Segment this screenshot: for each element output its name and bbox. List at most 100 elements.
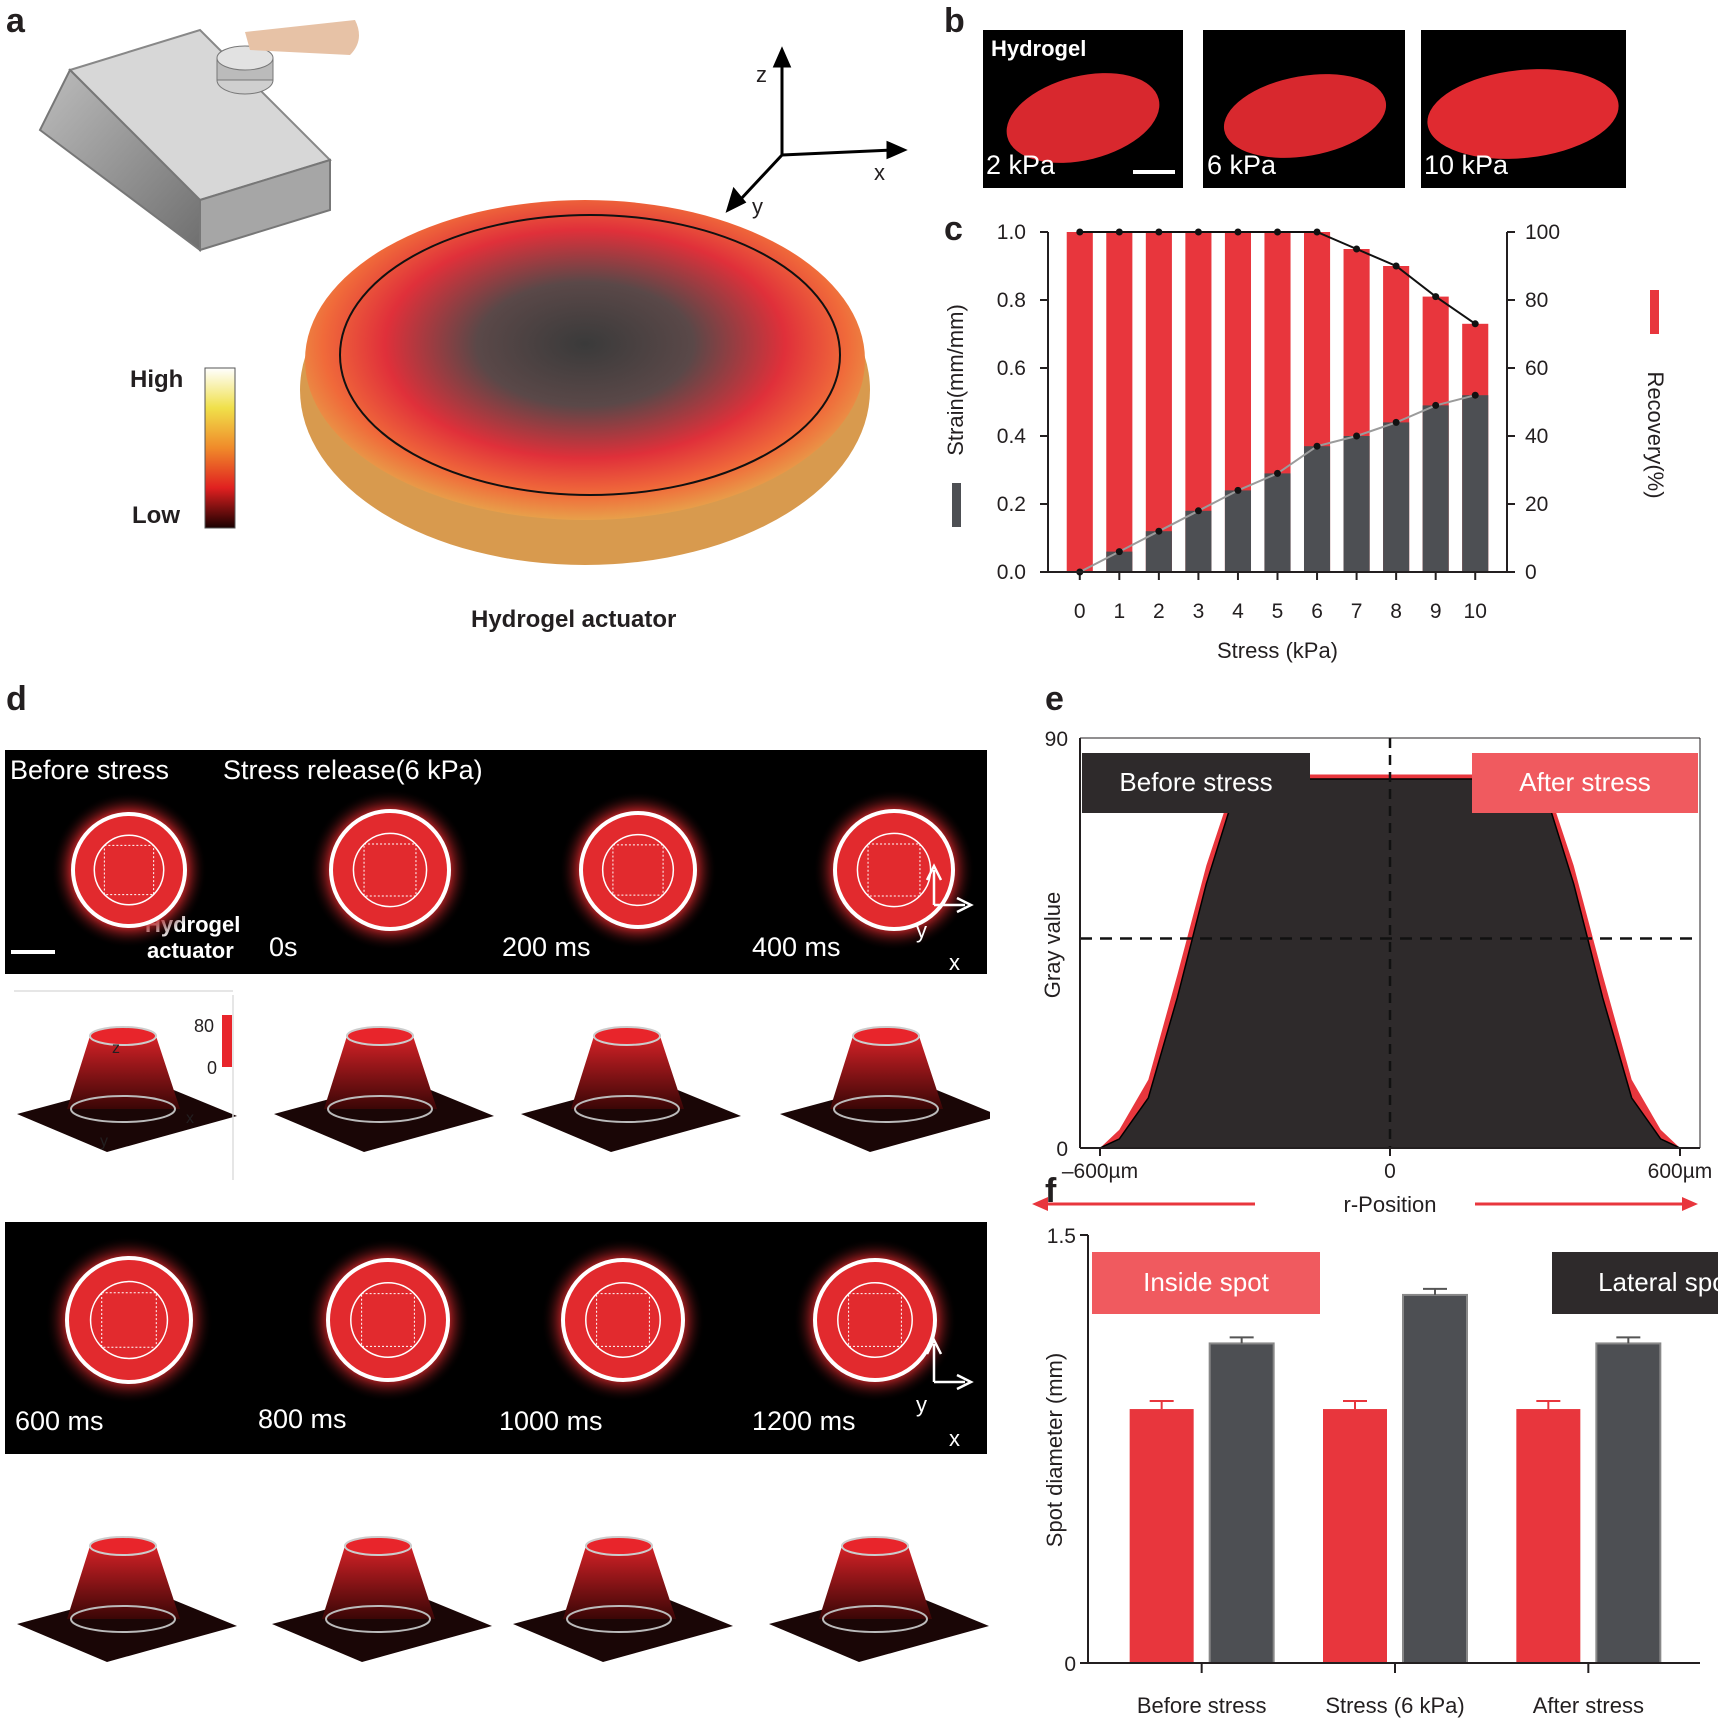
- y-axis-title-left: Strain(mm/mm): [943, 304, 968, 456]
- recovery-point-0: [1076, 228, 1084, 236]
- y-right-tick-label-20: 20: [1525, 493, 1548, 516]
- strain-bar-8: [1383, 422, 1410, 572]
- y-right-tick-label-40: 40: [1525, 425, 1548, 448]
- legend-after-box: [1472, 753, 1698, 813]
- spot-image-row-1: Before stress Stress release(6 kPa) Hydr…: [5, 750, 987, 975]
- lateral-spot-bar-1: [1402, 1293, 1468, 1664]
- time-label-1000ms: 1000 ms: [499, 1406, 603, 1436]
- strain-bar-2: [1145, 531, 1172, 572]
- x-tick-label-1: 0: [1384, 1160, 1396, 1183]
- row2-axis-x: x: [949, 1426, 960, 1451]
- x-axis-title: Stress (kPa): [1217, 638, 1338, 663]
- axis-x-label: x: [874, 160, 885, 185]
- x-tick-label-6: 6: [1311, 600, 1323, 623]
- xyz-axes-icon: [725, 46, 908, 213]
- stress-release-label: Stress release(6 kPa): [223, 755, 483, 785]
- y-axis-title-right: Recovery(%): [1643, 371, 1668, 498]
- spot-r1-1: [309, 789, 471, 951]
- strain-point-4: [1234, 486, 1242, 494]
- x-tick-label-2: After stress: [1533, 1693, 1644, 1718]
- recovery-point-3: [1194, 228, 1202, 236]
- panel-label-e: e: [1045, 680, 1064, 718]
- spot-r1-0: [51, 792, 207, 948]
- recovery-point-6: [1313, 228, 1321, 236]
- y-tick-label-0.0: 0.0: [997, 561, 1026, 584]
- y-tick-label-1.0: 1.0: [997, 221, 1026, 244]
- lateral-spot-bar-0: [1208, 1342, 1275, 1664]
- strain-bar-10: [1462, 395, 1489, 572]
- strain-bar-7: [1343, 436, 1370, 572]
- recovery-point-9: [1432, 293, 1440, 301]
- surface-plot-r2-2: [513, 1536, 733, 1662]
- y-tick-label-max: 1.5: [1047, 1225, 1076, 1248]
- time-label-400ms: 400 ms: [752, 932, 841, 962]
- chart-f-spot-diameter: Before stress Stress (6 kPa) After stress 1…: [1042, 1225, 1718, 1718]
- recovery-legend-swatch: [1650, 290, 1659, 334]
- colorbar-high-label: High: [130, 366, 184, 393]
- y-tick-label-0.2: 0.2: [997, 493, 1026, 516]
- surface-plot-r1-3: [780, 1026, 990, 1152]
- row1-axis-y: y: [916, 918, 927, 943]
- legend-inside-box: [1092, 1252, 1320, 1314]
- strain-bar-4: [1224, 490, 1252, 572]
- panel-a-illustration: [38, 20, 908, 565]
- xy-axes-icon: [925, 863, 974, 914]
- strain-bar-1: [1106, 551, 1133, 572]
- y-tick-label-min: 0: [1056, 1138, 1068, 1161]
- image-label-10kpa: 10 kPa: [1424, 150, 1509, 180]
- y-tick-label-max: 90: [1045, 728, 1068, 751]
- surface-plots-row-1: [14, 990, 990, 1180]
- surface-axis-z: z: [112, 1040, 120, 1057]
- spot-r2-2: [541, 1238, 705, 1402]
- image-label-6kpa: 6 kPa: [1207, 150, 1277, 180]
- scale-bar-d: [11, 950, 55, 954]
- legend-inside-label: Inside spot: [1143, 1267, 1270, 1297]
- spot-r1-2: [559, 791, 717, 949]
- x-tick-label-0: Before stress: [1137, 1693, 1267, 1718]
- hydrogel-disc-image: [300, 200, 870, 565]
- x-tick-label-1: Stress (6 kPa): [1325, 1693, 1464, 1718]
- axis-y-label: y: [752, 194, 763, 219]
- strain-bar-5: [1264, 473, 1291, 572]
- x-tick-label-0: 0: [1074, 600, 1086, 623]
- x-tick-label-2: 2: [1153, 600, 1165, 623]
- time-label-600ms: 600 ms: [15, 1406, 104, 1436]
- x-tick-label-2: 600µm: [1648, 1160, 1713, 1183]
- surface-plot-r1-1: [274, 1026, 494, 1152]
- legend-lateral-label: Lateral spot: [1598, 1267, 1718, 1297]
- y-right-tick-label-100: 100: [1525, 221, 1560, 244]
- time-label-200ms: 200 ms: [502, 932, 591, 962]
- y-tick-label-0.4: 0.4: [997, 425, 1027, 448]
- hydrogel-title: Hydrogel: [991, 36, 1087, 61]
- spot-r2-3: [793, 1238, 957, 1402]
- surface-plot-r1-2: [521, 1026, 741, 1152]
- lateral-spot-bar-2: [1595, 1342, 1662, 1664]
- x-tick-label-9: 9: [1430, 600, 1442, 623]
- x-tick-label-8: 8: [1390, 600, 1402, 623]
- x-tick-label-7: 7: [1351, 600, 1363, 623]
- strain-point-3: [1194, 507, 1202, 515]
- panel-label-d: d: [6, 680, 27, 718]
- surface-plot-r1-0: [17, 1026, 237, 1152]
- inside-spot-bar-2: [1516, 1409, 1581, 1663]
- xy-axes-icon: [925, 1337, 974, 1391]
- x-tick-label-5: 5: [1272, 600, 1284, 623]
- x-axis-title: r-Position: [1344, 1192, 1437, 1217]
- strain-bar-9: [1422, 405, 1449, 572]
- x-arrow-right-head: [1682, 1197, 1698, 1211]
- time-label-800ms: 800 ms: [258, 1404, 347, 1434]
- time-label-1200ms: 1200 ms: [752, 1406, 856, 1436]
- legend-before-box: [1082, 753, 1310, 813]
- colorbar-low-label: Low: [132, 502, 180, 529]
- spot-r1-3: [813, 789, 975, 951]
- image-label-2kpa: 2 kPa: [986, 150, 1056, 180]
- x-tick-label-0: –600µm: [1062, 1160, 1138, 1183]
- strain-bar-6: [1303, 446, 1331, 572]
- surface-axis-x: x: [186, 1110, 194, 1127]
- hydrogel-image-6kpa: 6 kPa: [1203, 30, 1405, 188]
- pressure-device-icon: [38, 20, 359, 252]
- recovery-point-2: [1155, 228, 1163, 236]
- strain-bar-3: [1185, 510, 1212, 572]
